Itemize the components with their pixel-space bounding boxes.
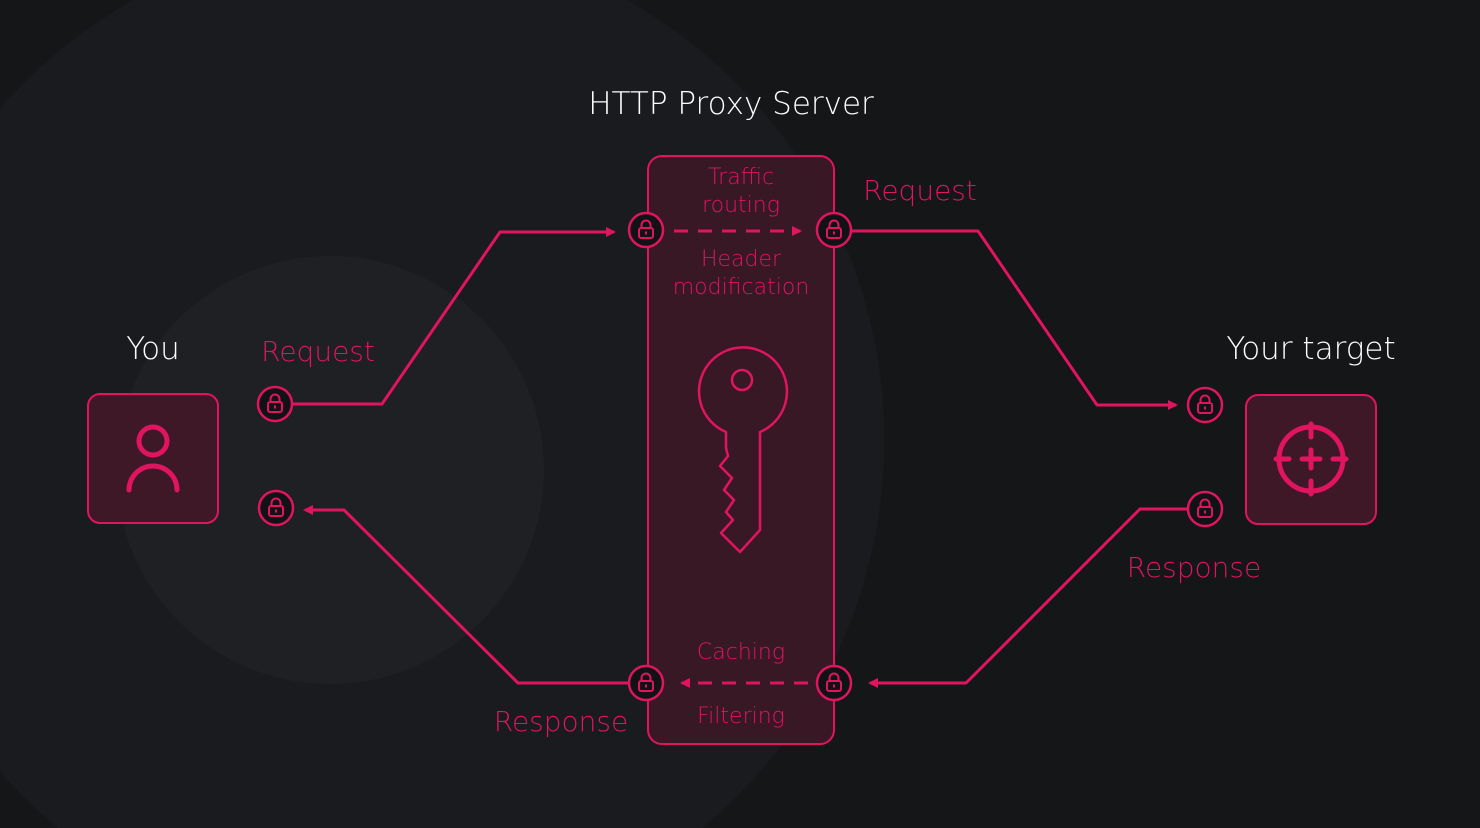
crosshair-icon (1273, 421, 1349, 497)
request-label-right: Request (863, 174, 977, 207)
request-line-right (851, 229, 1178, 410)
request-line-left (292, 227, 616, 406)
response-label-left: Response (494, 705, 628, 738)
filtering-label: Filtering (697, 704, 785, 729)
lock-icon (257, 489, 295, 527)
key-icon (697, 346, 789, 554)
request-label-left: Request (261, 335, 375, 368)
header-modification-label-2: modification (673, 275, 810, 300)
background-circle-small (116, 256, 544, 684)
response-line-right (868, 507, 1188, 688)
you-label: You (126, 331, 179, 367)
user-icon (126, 424, 180, 493)
target-label: Your target (1226, 331, 1395, 367)
diagram-title: HTTP Proxy Server (588, 86, 874, 122)
response-label-right: Response (1127, 551, 1261, 584)
lock-icon (1186, 490, 1224, 528)
header-modification-label-1: Header (701, 247, 782, 272)
you-box (87, 393, 219, 524)
traffic-routing-label-2: routing (702, 193, 780, 218)
proxy-server-box (647, 155, 835, 745)
lock-icon (256, 385, 294, 423)
lock-icon (627, 664, 665, 702)
traffic-routing-label-1: Traffic (708, 165, 774, 190)
lock-icon (627, 211, 665, 249)
lock-icon (815, 211, 853, 249)
lock-icon (1186, 386, 1224, 424)
caching-label: Caching (697, 640, 785, 665)
lock-icon (815, 664, 853, 702)
response-line-left (303, 505, 629, 685)
